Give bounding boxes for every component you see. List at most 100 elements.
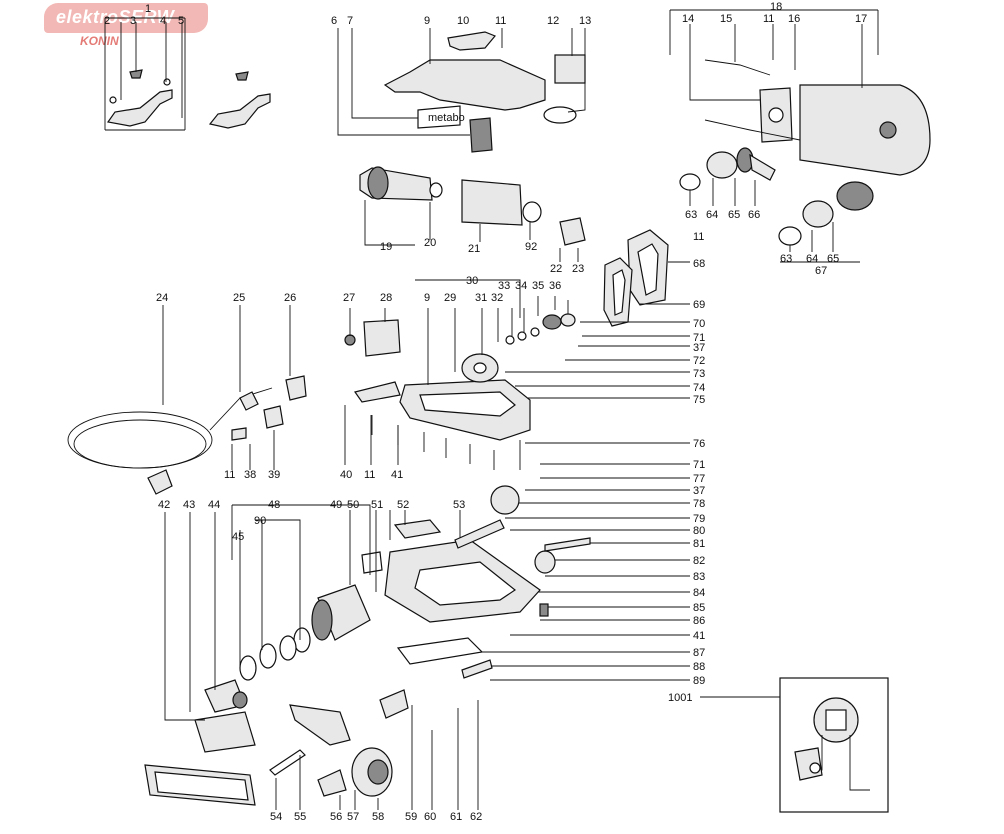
label-36: 36: [549, 280, 561, 292]
label-17: 17: [855, 13, 867, 25]
motor-armature-group: [359, 166, 586, 262]
label-81: 81: [693, 538, 705, 550]
label-65-top: 65: [728, 209, 740, 221]
label-59: 59: [405, 811, 417, 823]
label-27: 27: [343, 292, 355, 304]
label-76: 76: [693, 438, 705, 450]
label-39: 39: [268, 469, 280, 481]
label-61: 61: [450, 811, 462, 823]
label-29: 29: [444, 292, 456, 304]
label-37-bottom: 37: [693, 485, 705, 497]
watermark-brand-text: elektroSERW: [56, 7, 175, 27]
label-28: 28: [380, 292, 392, 304]
label-48: 48: [268, 499, 280, 511]
label-69: 69: [693, 299, 705, 311]
label-73: 73: [693, 368, 705, 380]
label-66: 66: [748, 209, 760, 221]
label-52: 52: [397, 499, 409, 511]
label-77: 77: [693, 473, 705, 485]
label-82: 82: [693, 555, 705, 567]
watermark-city-text: KONIN: [80, 34, 119, 48]
label-68: 68: [693, 258, 705, 270]
label-70: 70: [693, 318, 705, 330]
label-10: 10: [457, 15, 469, 27]
label-31: 31: [475, 292, 487, 304]
power-cord-group: [67, 305, 307, 495]
label-7: 7: [347, 15, 353, 27]
label-55: 55: [294, 811, 306, 823]
label-18: 18: [770, 1, 782, 13]
label-37-top: 37: [693, 342, 705, 354]
label-3: 3: [130, 15, 136, 27]
label-5: 5: [178, 15, 184, 27]
label-86: 86: [693, 615, 705, 627]
label-33: 33: [498, 280, 510, 292]
label-71-top: 71: [693, 332, 705, 344]
label-49: 49: [330, 499, 342, 511]
label-45: 45: [232, 531, 244, 543]
belt-guard-group: [669, 9, 931, 176]
label-85: 85: [693, 602, 705, 614]
label-92: 92: [525, 241, 537, 253]
label-16: 16: [788, 13, 800, 25]
label-41-left: 41: [391, 469, 403, 481]
label-6: 6: [331, 15, 337, 27]
label-22: 22: [550, 263, 562, 275]
label-80: 80: [693, 525, 705, 537]
label-88: 88: [693, 661, 705, 673]
label-75: 75: [693, 394, 705, 406]
drive-belt-group: [603, 229, 690, 327]
label-11-guard: 11: [763, 13, 774, 25]
label-30: 30: [466, 275, 478, 287]
label-87: 87: [693, 647, 705, 659]
label-11-top: 11: [495, 15, 506, 27]
label-53: 53: [453, 499, 465, 511]
label-63-top: 63: [685, 209, 697, 221]
label-9-top: 9: [424, 15, 430, 27]
base-plate-group: [231, 485, 591, 679]
label-84: 84: [693, 587, 705, 599]
label-24: 24: [156, 292, 168, 304]
label-13: 13: [579, 15, 591, 27]
label-11-housing: 11: [364, 469, 375, 481]
nameplate-text: metabo: [428, 112, 465, 124]
label-64-top: 64: [706, 209, 718, 221]
label-89: 89: [693, 675, 705, 687]
label-56: 56: [330, 811, 342, 823]
label-15: 15: [720, 13, 732, 25]
label-2: 2: [104, 15, 110, 27]
label-43: 43: [183, 499, 195, 511]
label-26: 26: [284, 292, 296, 304]
label-9-housing: 9: [424, 292, 430, 304]
label-54: 54: [270, 811, 282, 823]
label-60: 60: [424, 811, 436, 823]
label-90: 90: [254, 515, 266, 527]
label-34: 34: [515, 280, 527, 292]
label-21: 21: [468, 243, 480, 255]
label-25: 25: [233, 292, 245, 304]
label-12: 12: [547, 15, 559, 27]
label-74: 74: [693, 382, 705, 394]
label-23: 23: [572, 263, 584, 275]
part-number-labels: 1 2 3 4 5 6 7 9 10 11 12 13 14 15 11 16 …: [104, 1, 867, 823]
label-42: 42: [158, 499, 170, 511]
label-14: 14: [682, 13, 694, 25]
label-79: 79: [693, 513, 705, 525]
gear-housing-group: [344, 279, 576, 470]
label-19: 19: [380, 241, 392, 253]
front-handles-group: [104, 17, 271, 131]
label-1: 1: [145, 3, 151, 15]
label-57: 57: [347, 811, 359, 823]
label-41-right: 41: [693, 630, 705, 642]
label-50: 50: [347, 499, 359, 511]
motor-cover-group: metabo: [337, 28, 586, 153]
label-40: 40: [340, 469, 352, 481]
right-leaders-group: [470, 321, 690, 681]
label-32: 32: [491, 292, 503, 304]
label-44: 44: [208, 499, 220, 511]
label-11-cord: 11: [224, 469, 235, 481]
label-71-bottom: 71: [693, 459, 705, 471]
label-78: 78: [693, 498, 705, 510]
inset-wiring-diagram: [700, 677, 889, 813]
